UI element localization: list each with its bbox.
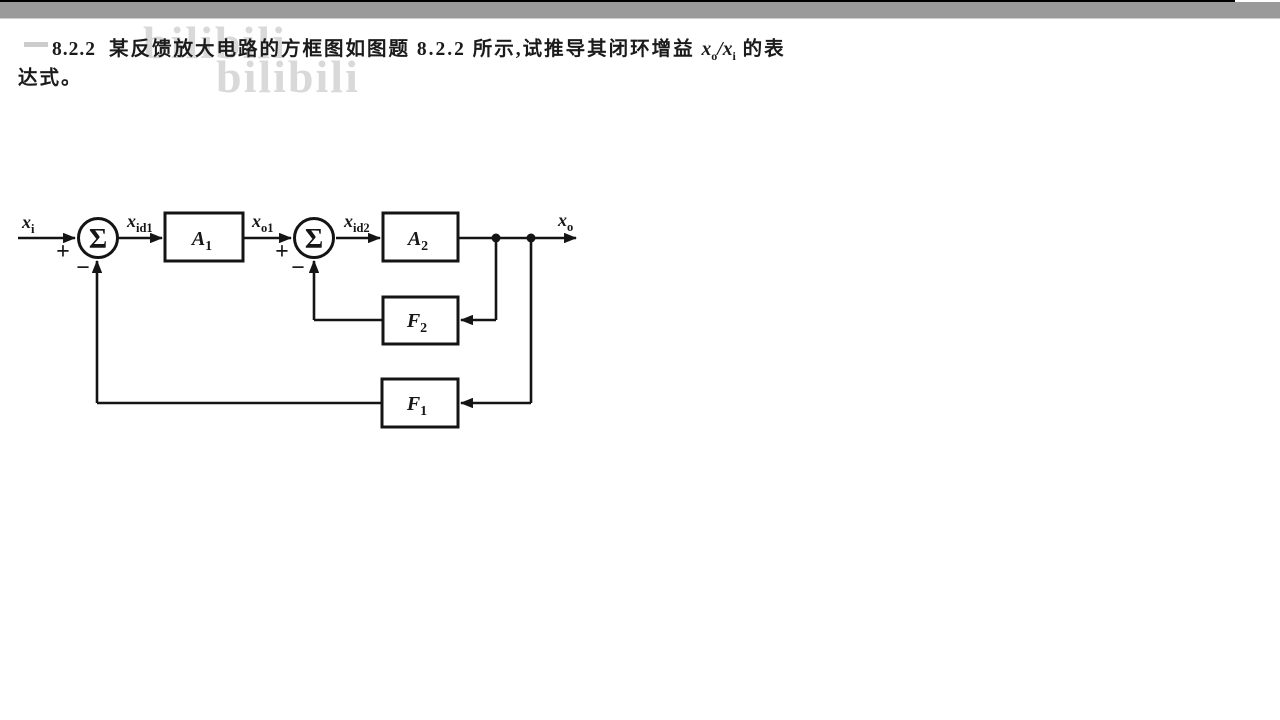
a1-box (163, 211, 245, 263)
sum1-sigma-symbol: Σ (89, 224, 107, 255)
problem-statement-line2: 达式。 (18, 68, 83, 89)
gain-denominator-base: x (722, 39, 733, 60)
f2-box (381, 295, 460, 346)
problem-number: 8.2.2 (52, 39, 96, 60)
gain-numerator-subscript: o (711, 48, 718, 63)
sum2-sigma-symbol: Σ (305, 224, 323, 255)
label-xid2: xid2 (343, 211, 370, 235)
sum2-minus-sign: − (291, 255, 305, 281)
f2-label: F2 (406, 310, 427, 336)
f1-box (380, 377, 460, 429)
problem-text-after-math: 的表 (735, 39, 786, 60)
block-f2: F2 (381, 295, 460, 346)
closed-loop-gain-expression: xo/xi (701, 39, 736, 63)
summing-junction-2: Σ + − (275, 217, 335, 281)
block-f1: F1 (380, 377, 460, 429)
label-xi: xi (21, 212, 35, 236)
top-black-strip (0, 0, 1235, 2)
problem-statement-line1: 8.2.2 某反馈放大电路的方框图如图题 8.2.2 所示,试推导其闭环增益 xo… (52, 32, 786, 64)
label-xo: xo (557, 210, 573, 234)
block-a2: A2 (381, 211, 460, 263)
a1-label: A1 (190, 228, 212, 254)
gain-denominator-subscript: i (732, 48, 736, 63)
problem-text-before-math: 某反馈放大电路的方框图如图题 8.2.2 所示,试推导其闭环增益 (109, 39, 702, 60)
junction-dot-f2-tap (491, 233, 501, 243)
block-a1: A1 (163, 211, 245, 263)
label-xo1: xo1 (251, 211, 274, 235)
f1-label: F1 (406, 393, 427, 419)
sum2-circle (293, 217, 335, 259)
feedback-block-diagram: Σ + − Σ + − A1 A2 F2 F1 xi xid (18, 210, 578, 429)
label-xid1: xid1 (126, 211, 153, 235)
sum1-circle (77, 217, 119, 259)
sum2-plus-sign: + (275, 239, 289, 265)
top-gray-letterbox-bar (0, 2, 1280, 19)
summing-junction-1: Σ + − (56, 217, 119, 281)
scan-artifact-dash (24, 42, 48, 47)
a2-box (381, 211, 460, 263)
junction-dot-f1-tap (526, 233, 536, 243)
a2-label: A2 (406, 228, 428, 254)
gain-numerator-base: x (701, 39, 712, 60)
sum1-minus-sign: − (76, 255, 90, 281)
gain-slash: / (717, 39, 723, 60)
sum1-plus-sign: + (56, 239, 70, 265)
